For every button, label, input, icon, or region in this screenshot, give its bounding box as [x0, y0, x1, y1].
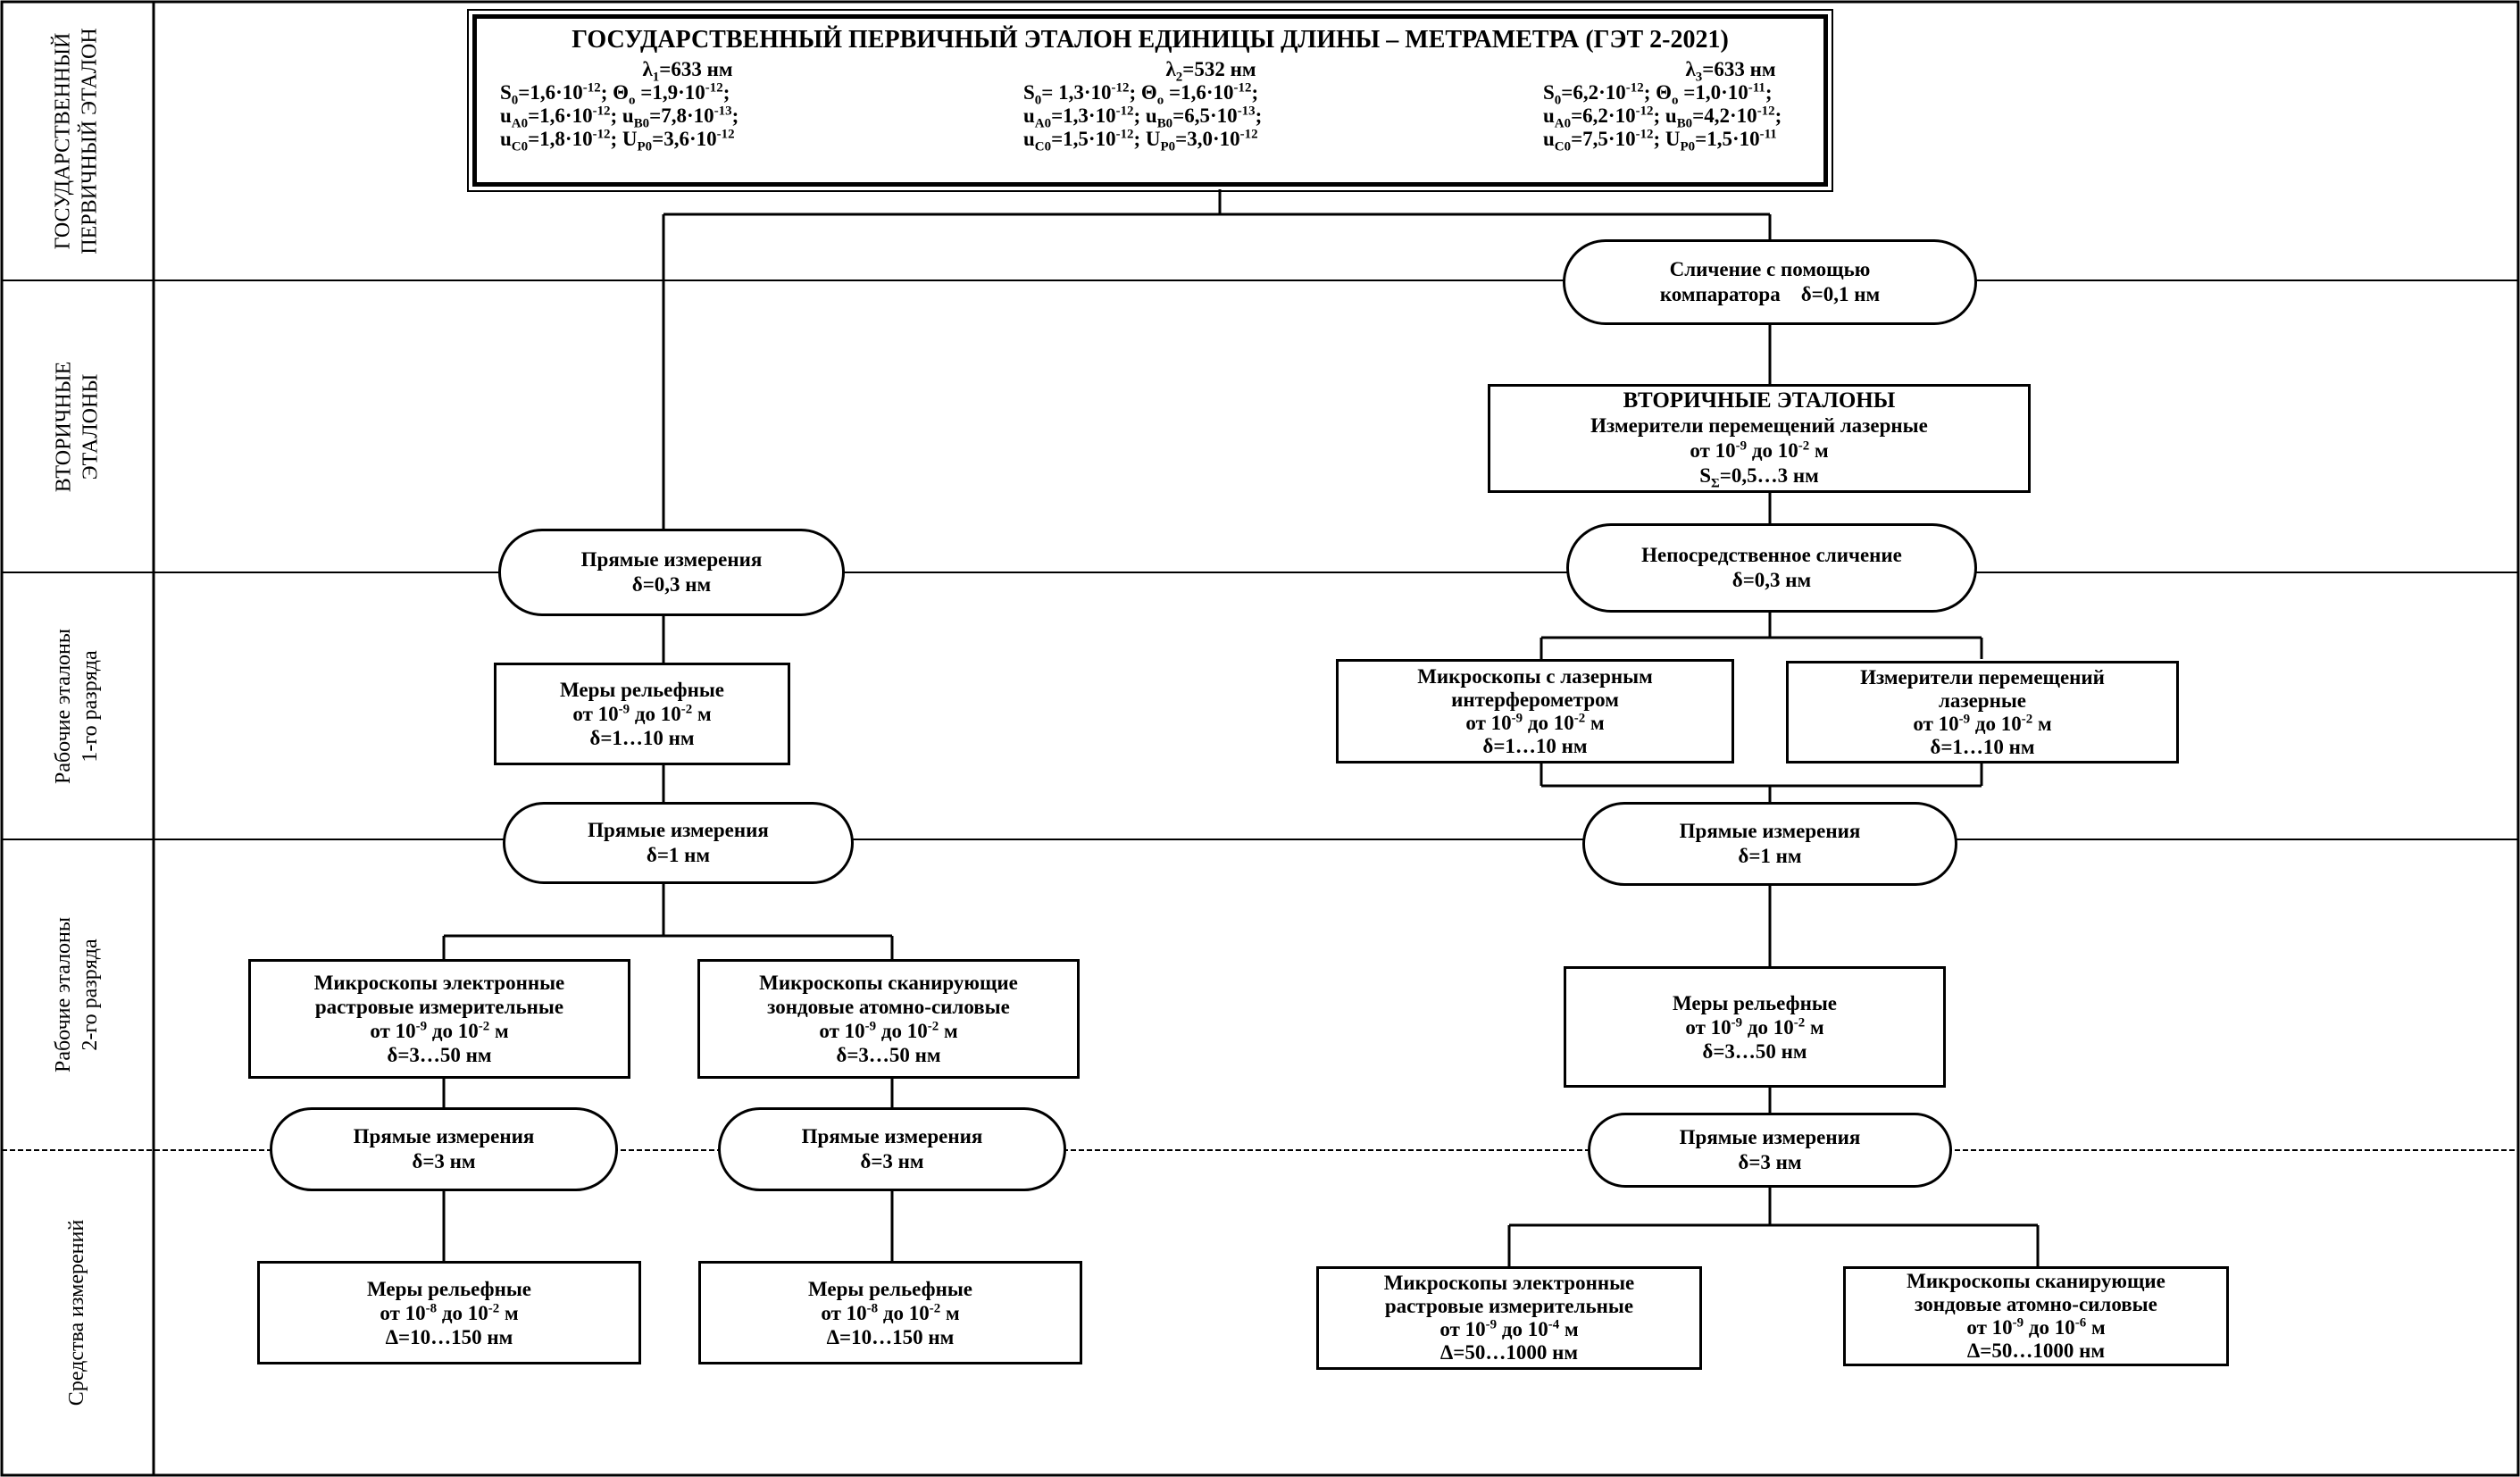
direct-comparison-line1: Непосредственное сличение — [1641, 544, 1902, 566]
tool-electron-line1: Микроскопы электронные — [1383, 1272, 1635, 1294]
tool-probe-line2: зондовые атомно-силовые — [1915, 1293, 2157, 1315]
tool-electron-line4: Δ=50…1000 нм — [1439, 1341, 1579, 1364]
primary-standard-box: ГОСУДАРСТВЕННЫЙ ПЕРВИЧНЫЙ ЭТАЛОН ЕДИНИЦЫ… — [467, 9, 1833, 192]
lambda2-label: λ2=532 нм — [1165, 58, 1256, 85]
direct-measurement-node-3b: Прямые измерения δ=3 нм — [718, 1107, 1066, 1191]
row-label-measuring-instruments: Средства измерений — [65, 1219, 88, 1406]
tool-probe-line3: от 10-9 до 10-6 м — [1966, 1315, 2106, 1339]
left-direct-2-line1: Прямые измерения — [588, 819, 769, 841]
laser-interferometer-microscopes-box: Микроскопы с лазерным интерферометром от… — [1336, 659, 1734, 764]
relief-1-line3: δ=1…10 нм — [589, 727, 695, 749]
direct-3c-line2: δ=3 нм — [1738, 1151, 1802, 1173]
laser-meters-line1: Измерители перемещений — [1860, 665, 2105, 688]
lambda2-line1: S0= 1,3·10-12; Θo =1,6·10-12; — [1023, 80, 1259, 108]
direct-3a-line2: δ=3 нм — [412, 1150, 476, 1172]
electron-2-line4: δ=3…50 нм — [387, 1044, 492, 1066]
relief-measures-box-working-1: Меры рельефные от 10-9 до 10-2 м δ=1…10 … — [494, 663, 790, 765]
direct-comparison-node: Непосредственное сличение δ=0,3 нм — [1566, 523, 1977, 613]
lambda3-line3: uC0=7,5·10-12; UP0=1,5·10-11 — [1543, 127, 1777, 154]
secondary-line1: Измерители перемещений лазерные — [1590, 414, 1928, 437]
probe-microscopes-box-working-2: Микроскопы сканирующие зондовые атомно-с… — [697, 959, 1080, 1079]
electron-microscopes-instrument-box: Микроскопы электронные растровые измерит… — [1316, 1266, 1702, 1370]
left-direct-2-line2: δ=1 нм — [646, 844, 711, 866]
lambda2-line2: uA0=1,3·10-12; uB0=6,5·10-13; — [1023, 104, 1263, 131]
laser-displacement-meters-box: Измерители перемещений лазерные от 10-9 … — [1786, 661, 2179, 764]
right-direct-2-line2: δ=1 нм — [1738, 845, 1802, 867]
tool-electron-line2: растровые измерительные — [1384, 1295, 1634, 1317]
lambda3-line2: uA0=6,2·10-12; uB0=4,2·10-12; — [1543, 104, 1782, 131]
laser-meters-line4: δ=1…10 нм — [1930, 735, 2035, 758]
tool-relief-b-line3: Δ=10…150 нм — [826, 1325, 955, 1348]
primary-column-lambda1: λ1=633 нм S0=1,6·10-12; Θo =1,9·10-12; u… — [500, 58, 875, 154]
lambda2-line3: uC0=1,5·10-12; UP0=3,0·10-12 — [1023, 127, 1258, 154]
right-direct-2-line1: Прямые измерения — [1679, 820, 1861, 842]
left-direct-1-line1: Прямые измерения — [580, 548, 763, 571]
electron-2-line2: растровые измерительные — [314, 996, 564, 1018]
direct-measurement-node-left-2: Прямые измерения δ=1 нм — [503, 802, 854, 884]
tool-relief-a-line1: Меры рельефные — [367, 1277, 531, 1300]
comparator-line2: компаратора δ=0,1 нм — [1659, 283, 1881, 305]
left-direct-1-line2: δ=0,3 нм — [631, 573, 712, 596]
lambda3-line1: S0=6,2·10-12; Θo =1,0·10-11; — [1543, 80, 1773, 108]
secondary-line2: от 10-9 до 10-2 м — [1690, 438, 1829, 462]
relief-2-line3: δ=3…50 нм — [1702, 1039, 1807, 1063]
relief-2-line2: от 10-9 до 10-2 м — [1685, 1014, 1824, 1039]
tool-electron-line3: от 10-9 до 10-4 м — [1439, 1317, 1579, 1340]
relief-measures-instrument-box-b: Меры рельефные от 10-8 до 10-2 м Δ=10…15… — [698, 1261, 1082, 1364]
primary-column-lambda2: λ2=532 нм S0= 1,3·10-12; Θo =1,6·10-12; … — [1023, 58, 1398, 154]
primary-standard-title: ГОСУДАРСТВЕННЫЙ ПЕРВИЧНЫЙ ЭТАЛОН ЕДИНИЦЫ… — [572, 26, 1729, 54]
direct-measurement-node-right-2: Прямые измерения δ=1 нм — [1582, 802, 1957, 886]
tool-relief-a-line2: от 10-8 до 10-2 м — [380, 1300, 519, 1324]
lambda3-label: λ3=633 нм — [1685, 58, 1776, 85]
direct-comparison-line2: δ=0,3 нм — [1731, 569, 1812, 591]
probe-2-line4: δ=3…50 нм — [836, 1044, 941, 1066]
tool-probe-line1: Микроскопы сканирующие — [1907, 1270, 2165, 1292]
laser-meters-line2: лазерные — [1938, 688, 2027, 712]
secondary-standards-box: ВТОРИЧНЫЕ ЭТАЛОНЫ Измерители перемещений… — [1488, 384, 2031, 493]
probe-microscopes-instrument-box: Микроскопы сканирующие зондовые атомно-с… — [1843, 1266, 2229, 1366]
relief-measures-box-working-2: Меры рельефные от 10-9 до 10-2 м δ=3…50 … — [1564, 966, 1946, 1088]
secondary-title: ВТОРИЧНЫЕ ЭТАЛОНЫ — [1623, 388, 1896, 413]
tool-relief-a-line3: Δ=10…150 нм — [385, 1325, 513, 1348]
electron-2-line3: от 10-9 до 10-2 м — [370, 1019, 509, 1042]
laser-microscopes-line2: интерферометром — [1451, 688, 1619, 711]
lambda1-line3: uC0=1,8·10-12; UP0=3,6·10-12 — [500, 127, 735, 154]
relief-measures-instrument-box-a: Меры рельефные от 10-8 до 10-2 м Δ=10…15… — [257, 1261, 641, 1364]
lambda1-line1: S0=1,6·10-12; Θo =1,9·10-12; — [500, 80, 730, 108]
lambda1-line2: uA0=1,6·10-12; uB0=7,8·10-13; — [500, 104, 739, 131]
primary-column-lambda3: λ3=633 нм S0=6,2·10-12; Θo =1,0·10-11; u… — [1543, 58, 1918, 154]
direct-3a-line1: Прямые измерения — [353, 1125, 535, 1147]
relief-1-line1: Меры рельефные — [560, 679, 724, 701]
electron-2-line1: Микроскопы электронные — [313, 972, 565, 994]
comparator-comparison-node: Сличение с помощью компаратора δ=0,1 нм — [1563, 239, 1977, 325]
laser-microscopes-line3: от 10-9 до 10-2 м — [1465, 710, 1605, 734]
relief-1-line2: от 10-9 до 10-2 м — [572, 702, 712, 725]
direct-3b-line2: δ=3 нм — [860, 1150, 924, 1172]
laser-microscopes-line4: δ=1…10 нм — [1482, 734, 1588, 757]
direct-3b-line1: Прямые измерения — [801, 1125, 983, 1147]
electron-microscopes-box-working-2: Микроскопы электронные растровые измерит… — [248, 959, 630, 1079]
relief-2-line1: Меры рельефные — [1673, 991, 1837, 1014]
laser-microscopes-line1: Микроскопы с лазерным — [1417, 664, 1653, 688]
tool-probe-line4: Δ=50…1000 нм — [1966, 1339, 2106, 1362]
tool-relief-b-line2: от 10-8 до 10-2 м — [821, 1300, 960, 1324]
direct-measurement-node-3a: Прямые измерения δ=3 нм — [270, 1107, 618, 1191]
probe-2-line3: от 10-9 до 10-2 м — [819, 1019, 958, 1042]
laser-meters-line3: от 10-9 до 10-2 м — [1913, 711, 2052, 735]
comparator-line1: Сличение с помощью — [1669, 258, 1871, 280]
direct-measurement-node-3c: Прямые измерения δ=3 нм — [1588, 1113, 1952, 1188]
direct-3c-line1: Прямые измерения — [1679, 1126, 1861, 1148]
direct-measurement-node-left-1: Прямые измерения δ=0,3 нм — [498, 529, 845, 616]
tool-relief-b-line1: Меры рельефные — [808, 1277, 972, 1300]
secondary-line3: SΣ=0,5…3 нм — [1699, 464, 1819, 491]
probe-2-line1: Микроскопы сканирующие — [759, 972, 1018, 994]
probe-2-line2: зондовые атомно-силовые — [767, 996, 1010, 1018]
lambda1-label: λ1=633 нм — [642, 58, 733, 85]
